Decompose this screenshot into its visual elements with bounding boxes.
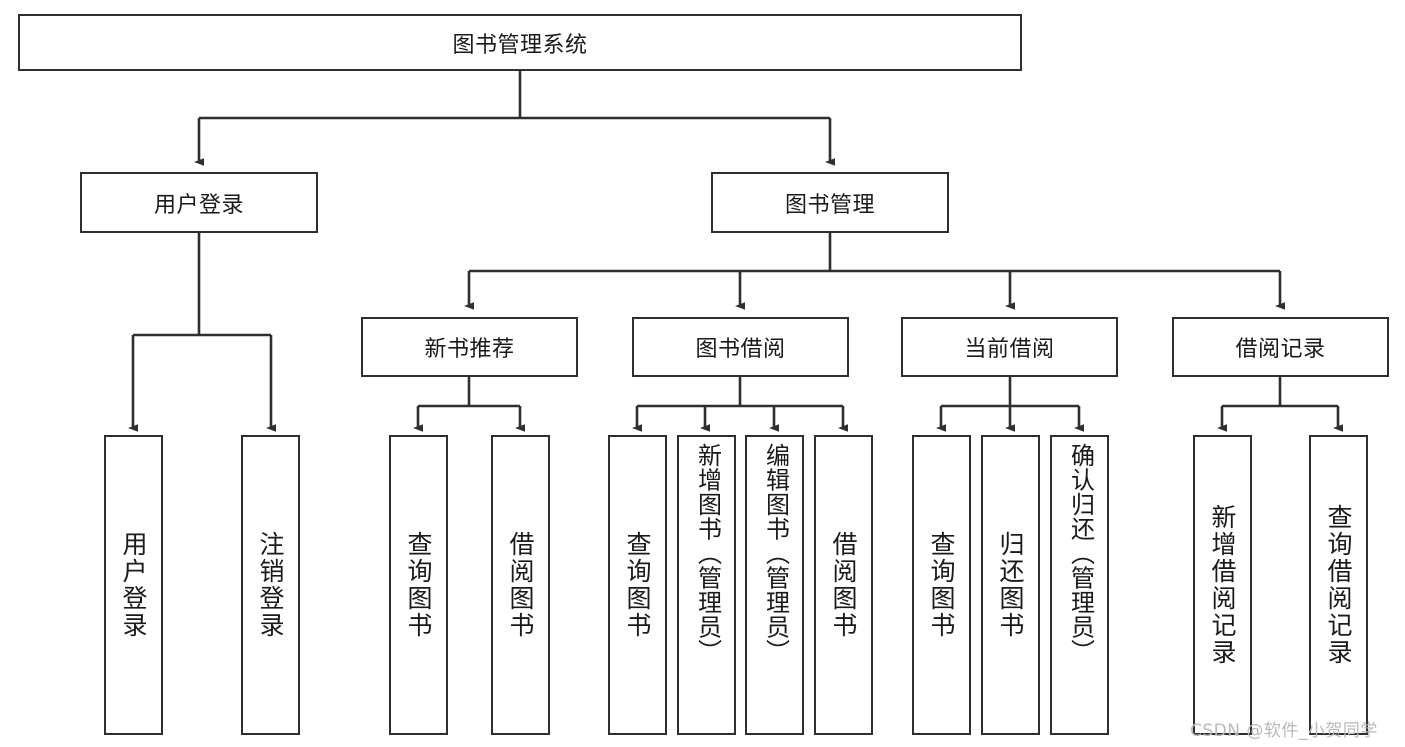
node-leaf-user-login[interactable]: 用户登录 — [104, 435, 163, 735]
node-book-management[interactable]: 图书管理 — [711, 172, 949, 233]
node-leaf-borrow-book-recommend[interactable]: 借阅图书 — [491, 435, 550, 735]
node-label: 查询图书 — [404, 531, 433, 639]
node-label: 图书管理系统 — [452, 32, 588, 58]
node-leaf-borrow-book[interactable]: 借阅图书 — [814, 435, 873, 735]
node-label: 查询图书 — [623, 531, 652, 639]
node-label: 查询图书 — [927, 531, 956, 639]
node-label: 借阅图书 — [829, 531, 858, 639]
node-label: 图书借阅 — [695, 337, 786, 362]
node-leaf-return-book[interactable]: 归还图书 — [981, 435, 1040, 735]
node-label: 当前借阅 — [964, 337, 1055, 362]
node-label: 借阅图书 — [506, 531, 535, 639]
node-leaf-logout[interactable]: 注销登录 — [241, 435, 300, 735]
node-leaf-query-borrow-record[interactable]: 查询借阅记录 — [1309, 435, 1368, 735]
node-new-book-recommend[interactable]: 新书推荐 — [361, 317, 578, 377]
node-label: 用户登录 — [119, 531, 148, 639]
node-leaf-edit-book-admin[interactable]: 编辑图书（管理员） — [745, 435, 804, 735]
node-label: 借阅记录 — [1235, 337, 1326, 362]
node-label: 归还图书 — [996, 531, 1025, 639]
node-label: 新书推荐 — [424, 337, 515, 362]
node-current-borrow[interactable]: 当前借阅 — [901, 317, 1118, 377]
node-label: 确认归还（管理员） — [1066, 443, 1095, 664]
node-label: 图书管理 — [784, 192, 875, 218]
node-leaf-confirm-return-admin[interactable]: 确认归还（管理员） — [1050, 435, 1109, 735]
node-leaf-add-book-admin[interactable]: 新增图书（管理员） — [677, 435, 736, 735]
node-leaf-query-book-borrow[interactable]: 查询图书 — [608, 435, 667, 735]
node-book-borrow[interactable]: 图书借阅 — [632, 317, 849, 377]
node-label: 新增借阅记录 — [1208, 504, 1237, 666]
node-label: 用户登录 — [153, 192, 244, 218]
node-user-login[interactable]: 用户登录 — [80, 172, 318, 233]
node-label: 新增图书（管理员） — [693, 443, 722, 664]
node-label: 注销登录 — [256, 531, 285, 639]
node-root-book-management-system[interactable]: 图书管理系统 — [18, 14, 1022, 71]
node-leaf-query-book-recommend[interactable]: 查询图书 — [389, 435, 448, 735]
csdn-watermark: CSDN @软件_小贺同学 — [1190, 721, 1378, 741]
node-leaf-add-borrow-record[interactable]: 新增借阅记录 — [1193, 435, 1252, 735]
node-label: 编辑图书（管理员） — [761, 443, 790, 664]
node-leaf-query-book-current[interactable]: 查询图书 — [912, 435, 971, 735]
node-label: 查询借阅记录 — [1324, 504, 1353, 666]
node-borrow-record[interactable]: 借阅记录 — [1172, 317, 1389, 377]
